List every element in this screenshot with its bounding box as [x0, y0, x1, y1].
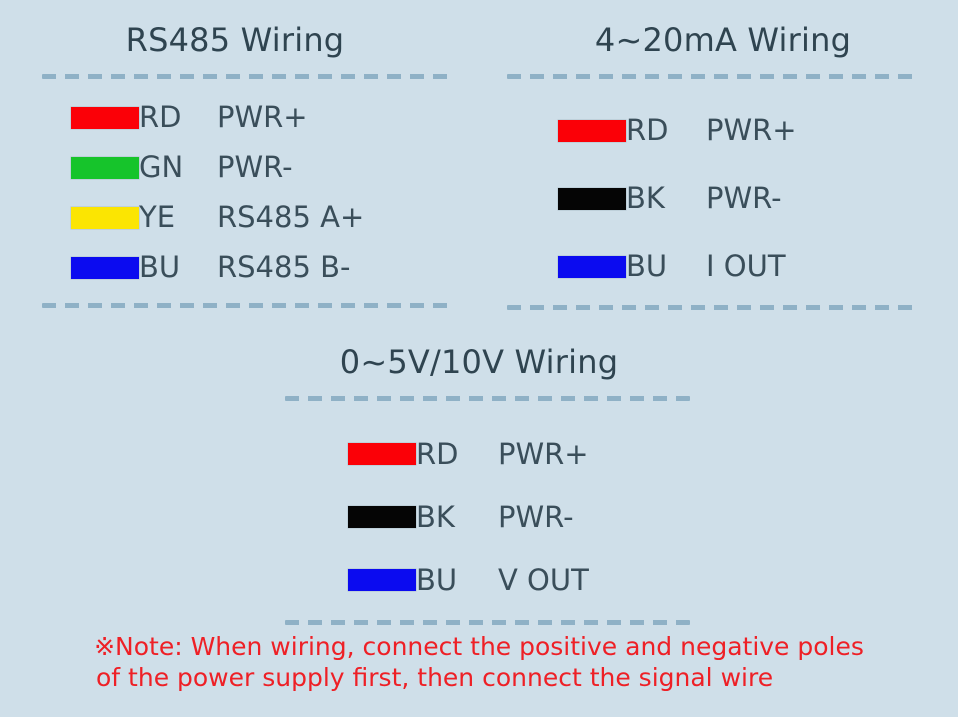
note-line-2: of the power supply first, then connect …	[96, 663, 774, 692]
blue-swatch	[348, 569, 416, 592]
wiring-row: BK PWR-	[244, 486, 714, 549]
note-text: ※Note: When wiring, connect the positive…	[0, 631, 958, 693]
wire-function: PWR-	[217, 150, 293, 185]
wire-code: RD	[139, 100, 182, 135]
green-swatch	[71, 156, 139, 179]
wiring-row: RD PWR+	[488, 97, 958, 165]
black-swatch	[558, 187, 626, 210]
note-line-1: ※Note: When wiring, connect the positive…	[94, 632, 864, 661]
wire-code: RD	[626, 113, 669, 148]
panel-title-rs485: RS485 Wiring	[125, 21, 345, 59]
wiring-row: YE RS485 A+	[0, 193, 470, 243]
panel-title-4-20ma: 4~20mA Wiring	[594, 21, 852, 59]
wire-code: BK	[626, 181, 665, 216]
wire-code: RD	[416, 436, 459, 471]
wire-function: PWR-	[498, 499, 574, 534]
wire-function: I OUT	[706, 249, 786, 284]
panel-4-20ma-wiring: 4~20mA Wiring RD PWR+ BK PWR- BU I OUT	[488, 21, 958, 310]
wire-code: BU	[626, 249, 668, 284]
wire-function: PWR+	[706, 113, 797, 148]
wire-code: BK	[416, 499, 455, 534]
red-swatch	[558, 119, 626, 142]
wire-code: YE	[139, 200, 176, 235]
divider-top-0-5v-10v	[285, 395, 690, 401]
black-swatch	[348, 506, 416, 529]
wiring-row: GN PWR-	[0, 143, 470, 193]
wiring-row: BU I OUT	[488, 233, 958, 301]
wire-function: PWR+	[217, 100, 308, 135]
wire-function: PWR-	[706, 181, 782, 216]
wire-function: RS485 A+	[217, 200, 365, 235]
divider-top-rs485	[42, 73, 454, 79]
divider-bottom-rs485	[42, 302, 454, 308]
panel-rs485-wiring: RS485 Wiring RD PWR+ GN PWR- YE RS485 A+…	[0, 21, 470, 308]
divider-bottom-4-20ma	[507, 304, 919, 310]
wiring-row: BU V OUT	[244, 549, 714, 612]
divider-bottom-0-5v-10v	[285, 619, 690, 625]
wire-code: GN	[139, 150, 184, 185]
wiring-row: RD PWR+	[244, 423, 714, 486]
red-swatch	[71, 106, 139, 129]
blue-swatch	[558, 255, 626, 278]
wiring-row: BK PWR-	[488, 165, 958, 233]
wire-code: BU	[416, 562, 458, 597]
wiring-row: BU RS485 B-	[0, 243, 470, 293]
panel-title-0-5v-10v: 0~5V/10V Wiring	[339, 343, 619, 381]
wiring-rows-rs485: RD PWR+ GN PWR- YE RS485 A+ BU RS485 B-	[0, 93, 470, 293]
wiring-rows-0-5v-10v: RD PWR+ BK PWR- BU V OUT	[244, 423, 714, 612]
wiring-rows-4-20ma: RD PWR+ BK PWR- BU I OUT	[488, 97, 958, 301]
wire-function: PWR+	[498, 436, 589, 471]
wire-function: V OUT	[498, 562, 589, 597]
divider-top-4-20ma	[507, 73, 919, 79]
wire-function: RS485 B-	[217, 250, 351, 285]
blue-swatch	[71, 256, 139, 279]
panel-0-5v-10v-wiring: 0~5V/10V Wiring RD PWR+ BK PWR- BU V OUT	[244, 343, 714, 625]
wire-code: BU	[139, 250, 181, 285]
wiring-row: RD PWR+	[0, 93, 470, 143]
yellow-swatch	[71, 206, 139, 229]
red-swatch	[348, 443, 416, 466]
